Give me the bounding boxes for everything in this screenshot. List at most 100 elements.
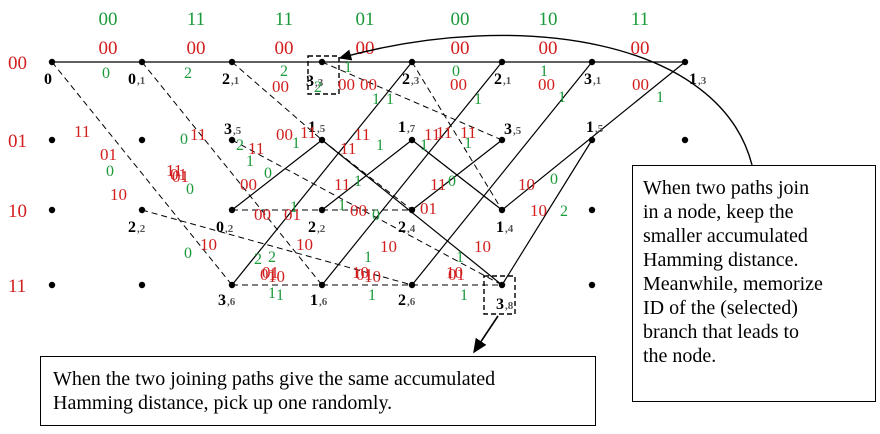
callout-line: smaller accumulated xyxy=(643,225,808,247)
branch-output-label: 11 xyxy=(436,123,452,142)
selected-node-box xyxy=(307,55,340,95)
branch-output-label: 00 xyxy=(350,201,367,220)
callout-line: Hamming distance, pick up one randomly. xyxy=(53,392,393,414)
node-metric: 1,5 xyxy=(308,119,326,136)
branch-output-label: 10 xyxy=(268,267,285,286)
trellis-node-dot xyxy=(48,136,56,144)
node-metric: 1,3 xyxy=(689,71,707,88)
hamming-distance-label: 2 xyxy=(268,249,276,266)
hamming-distance-label: 0 xyxy=(180,131,188,148)
branch-output-label: 11 xyxy=(248,139,264,158)
branch-output-label: 01 xyxy=(170,165,187,184)
branch-output-label: 11 xyxy=(74,122,90,141)
branch-output-label: 01 xyxy=(260,265,277,284)
branch-output-label: 01 xyxy=(172,167,189,186)
hamming-distance-label: 0 xyxy=(106,163,114,180)
node-metric: 3,1 xyxy=(584,71,601,88)
received-symbol: 00 xyxy=(99,9,118,30)
branch-output-label: 10 xyxy=(200,235,217,254)
hamming-distance-label: 1 xyxy=(292,135,300,152)
branch-output-00: 00 xyxy=(631,38,650,59)
trellis-node-dot xyxy=(318,281,326,289)
branch-output-label: 00 xyxy=(254,205,271,224)
callout-arrow-right xyxy=(338,34,753,166)
node-metric: 2,4 xyxy=(398,219,416,236)
hamming-distance-label: 2 xyxy=(560,203,568,220)
node-metric: 2,6 xyxy=(398,292,416,309)
hamming-distance-label: 1 xyxy=(364,249,372,266)
node-metric: 2,1 xyxy=(494,71,511,88)
hamming-distance-label: 1 xyxy=(474,91,482,108)
trellis-node-dot xyxy=(588,206,596,214)
node-metric: 1,6 xyxy=(310,292,328,309)
trellis-branch-solid xyxy=(231,61,413,286)
tie-node-box xyxy=(483,275,516,315)
state-label: 11 xyxy=(8,276,26,297)
hamming-distance-label: 1 xyxy=(420,137,428,154)
trellis-branch-solid xyxy=(231,139,323,211)
state-label: 00 xyxy=(8,53,27,74)
callout-line: the node. xyxy=(643,345,717,367)
hamming-distance-label: 0 xyxy=(184,245,192,262)
trellis-branch-dashed xyxy=(141,61,323,286)
hamming-distance-label: 1 xyxy=(268,285,276,302)
branch-output-label: 00 xyxy=(360,75,377,94)
trellis-node-dot xyxy=(498,58,506,66)
branch-output-label: 11 xyxy=(190,125,206,144)
branch-output-label: 11 xyxy=(340,139,356,158)
hamming-distance-label: 1 xyxy=(290,199,298,216)
node-metric: 2,2 xyxy=(128,219,146,236)
trellis-node-dot xyxy=(138,281,146,289)
branch-output-00: 00 xyxy=(275,38,294,59)
branch-output-label: 11 xyxy=(354,125,370,144)
callout-line: ID of the (selected) xyxy=(643,297,798,319)
trellis-node-dot xyxy=(138,136,146,144)
received-symbol: 00 xyxy=(451,9,470,30)
branch-output-label: 00 xyxy=(538,75,555,94)
received-symbol: 11 xyxy=(275,9,293,30)
branch-output-label: 10 xyxy=(110,185,127,204)
hamming-distance-label: 0 xyxy=(102,65,110,82)
branch-output-label: 10 xyxy=(364,267,381,286)
callout-line: When two paths join xyxy=(643,177,810,199)
received-symbol: 10 xyxy=(539,9,558,30)
branch-output-label: 10 xyxy=(518,175,535,194)
node-metric: 0,2 xyxy=(216,219,234,236)
trellis-node-dot xyxy=(588,281,596,289)
branch-output-label: 01 xyxy=(284,205,301,224)
branch-output-label: 01 xyxy=(356,265,373,284)
node-metric: 3,8 xyxy=(496,296,514,313)
callout-line: Meanwhile, memorize xyxy=(643,273,823,295)
branch-output-label: 10 xyxy=(296,235,313,254)
received-symbol: 11 xyxy=(187,9,205,30)
hamming-distance-label: 1 xyxy=(246,153,254,170)
hamming-distance-label: 1 xyxy=(368,287,376,304)
trellis-node-dot xyxy=(408,281,416,289)
branch-output-label: 11 xyxy=(430,175,446,194)
trellis-branch-dashed xyxy=(51,61,233,286)
branch-output-label: 11 xyxy=(300,123,316,142)
hamming-distance-label: 2 xyxy=(236,137,244,154)
hamming-distance-label: 1 xyxy=(540,63,548,80)
callout-arrow-bottom xyxy=(473,315,499,354)
branch-output-label: 00 xyxy=(632,75,649,94)
branch-output-label: 00 xyxy=(240,175,257,194)
trellis-node-dot xyxy=(48,58,56,66)
hamming-distance-label: 1 xyxy=(656,89,664,106)
branch-output-00: 00 xyxy=(99,38,118,59)
trellis-branch-solid xyxy=(411,61,593,286)
hamming-distance-label: 1 xyxy=(464,135,472,152)
trellis-node-dot xyxy=(318,206,326,214)
branch-output-label: 10 xyxy=(530,201,547,220)
highlight-boxes xyxy=(307,55,516,315)
trellis-branch-solid xyxy=(321,61,503,286)
branch-output-label: 10 xyxy=(380,237,397,256)
trellis-node-dot xyxy=(48,206,56,214)
trellis-branch-dashed xyxy=(141,209,413,286)
trellis-node-dot xyxy=(228,206,236,214)
branch-output-label: 01 xyxy=(100,145,117,164)
